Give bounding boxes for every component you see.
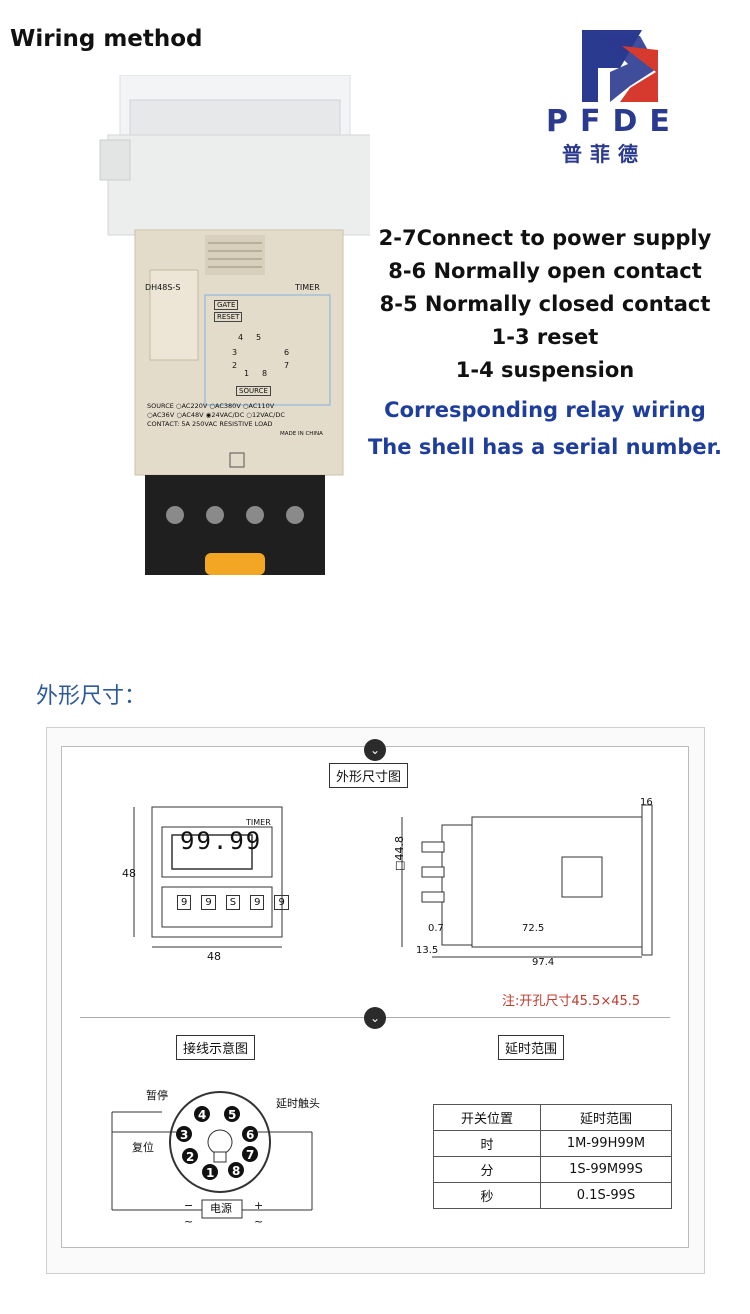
side-d4-label: 97.4 [532,957,555,968]
wiring-delay-contact: 延时触头 [276,1097,320,1110]
spec-blue-line: Corresponding relay wiring [384,398,706,422]
device-reset-label: RESET [214,312,243,322]
table-row: 时 1M-99H99M [433,1130,672,1157]
spec-line: 1-4 suspension [455,358,635,382]
chevron-down-icon: ⌄ [364,1007,386,1029]
table-cell: 分 [433,1156,541,1183]
spec-list: 2-7Connect to power supply 8-6 Normally … [340,222,750,387]
dial: 9 [250,895,265,910]
side-d3-label: 13.5 [416,945,439,956]
dimensions-heading: 外形尺寸： [36,684,147,709]
wiring-ac2: ~ [254,1215,264,1228]
spec-blue-line: The shell has a serial number. [367,435,723,459]
table-header-cell: 延时范围 [540,1104,672,1131]
device-pin-1: 1 [244,369,250,378]
device-pin-4: 4 [238,333,244,342]
wiring-minus: − [184,1199,194,1212]
front-dials: 9 9 S 9 9 [177,895,289,910]
outline-label: 外形尺寸图 [329,763,409,788]
device-pin-2: 2 [232,361,238,370]
range-label: 延时范围 [498,1035,565,1060]
wiring-pin: 3 [180,1128,189,1142]
wiring-ac1: ~ [184,1215,194,1228]
table-header-row: 开关位置 延时范围 [433,1104,672,1131]
dial: 9 [177,895,192,910]
device-pin-3: 3 [232,348,238,357]
table-cell: 0.1S-99S [540,1182,672,1209]
wiring-pin: 2 [186,1150,195,1164]
table-cell: 1S-99M99S [540,1156,672,1183]
front-height-label: 48 [122,867,136,880]
wiring-label: 接线示意图 [176,1035,256,1060]
chevron-down-icon: ⌄ [364,739,386,761]
device-model: DH48S-S [145,283,181,292]
cutout-note: 注:开孔尺寸45.5×45.5 [502,994,641,1009]
front-view-drawing [133,806,283,948]
device-source-line1: SOURCE ○AC220V ○AC380V ○AC110V [147,402,275,410]
device-pin-6: 6 [284,348,290,357]
logo-brand-text: PFDE [546,104,682,139]
device-source-label: SOURCE [236,386,271,396]
device-timer-label: TIMER [295,283,320,292]
table-row: 秒 0.1S-99S [433,1182,672,1209]
wiring-diagram [111,1091,313,1219]
timer-device-image [90,74,377,585]
device-pin-5: 5 [256,333,262,342]
front-width-label: 48 [207,950,221,963]
side-d2-label: 72.5 [522,923,545,934]
device-contact-line: CONTACT: 5A 250VAC RESISTIVE LOAD [147,420,273,428]
spec-line: 2-7Connect to power supply [378,226,712,250]
delay-range-table: 开关位置 延时范围 时 1M-99H99M 分 1S-99M99S 秒 0.1S… [433,1104,672,1209]
dial: S [225,895,241,910]
wiring-pin: 8 [232,1164,241,1178]
device-pin-7: 7 [284,361,290,370]
wiring-power: 电源 [210,1202,232,1215]
device-pin-8: 8 [262,369,268,378]
spec-line: 8-5 Normally closed contact [379,292,711,316]
spec-line: 1-3 reset [491,325,599,349]
table-header-cell: 开关位置 [433,1104,541,1131]
wiring-pin: 5 [228,1108,237,1122]
wiring-plus: + [254,1199,264,1212]
front-display-value: 99.99 [180,827,263,855]
side-view-drawing [401,804,653,958]
device-source-line2: ○AC36V ○AC48V ◉24VAC/DC ○12VAC/DC [147,411,285,419]
device-made-in: MADE IN CHINA [280,431,323,437]
table-cell: 时 [433,1130,541,1157]
wiring-pin: 1 [206,1166,215,1180]
wiring-pin: 7 [246,1148,255,1162]
page-title: Wiring method [10,26,203,52]
logo-mark-icon [582,30,658,102]
brand-logo: PFDE 普菲德 [540,28,700,168]
spec-blue-list: Corresponding relay wiring The shell has… [340,392,750,466]
logo-brand-cn: 普菲德 [562,142,646,166]
table-cell: 秒 [433,1182,541,1209]
dimensions-inner-frame: ⌄ 外形尺寸图 99.99 TIMER 48 48 9 9 S 9 9 [61,739,689,1248]
side-d1-label: 0.7 [428,923,444,934]
wiring-pin: 6 [246,1128,255,1142]
device-gate-label: GATE [214,300,239,310]
dial: 9 [201,895,216,910]
wiring-pin: 4 [198,1108,207,1122]
table-cell: 1M-99H99M [540,1130,672,1157]
side-d5-label: 16 [640,797,653,808]
table-row: 分 1S-99M99S [433,1156,672,1183]
wiring-pause: 暂停 [146,1089,168,1102]
dimensions-panel: ⌄ 外形尺寸图 99.99 TIMER 48 48 9 9 S 9 9 [46,727,705,1274]
spec-line: 8-6 Normally open contact [388,259,702,283]
dial: 9 [274,895,289,910]
front-timer-label: TIMER [246,818,271,827]
wiring-reset: 复位 [132,1141,154,1154]
side-height-label: □44.8 [392,836,406,871]
